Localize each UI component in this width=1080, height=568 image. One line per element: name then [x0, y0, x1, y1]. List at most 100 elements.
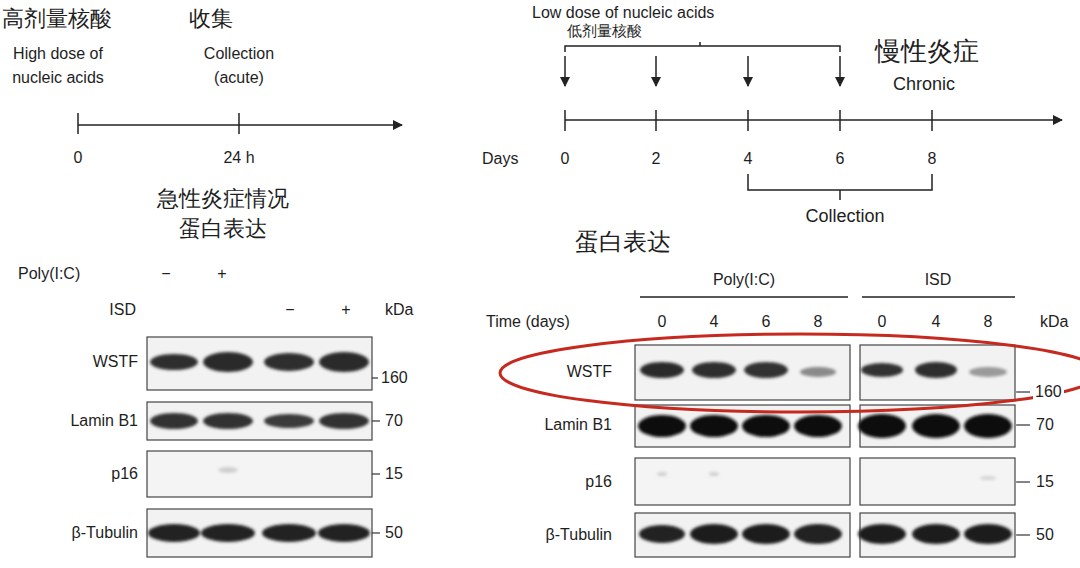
group-underline: [640, 296, 848, 298]
tick-label: 0: [561, 149, 570, 168]
axis-tick: [77, 113, 79, 134]
lane-sign: −: [285, 300, 294, 319]
group-underline: [862, 296, 1015, 298]
protein-band: [262, 524, 316, 542]
axis-tick: [238, 113, 240, 134]
protein-band: [744, 362, 788, 378]
treatment-label: ISD: [925, 270, 952, 289]
marker-size: 70: [385, 411, 403, 430]
blot-chronic: [635, 345, 1030, 557]
protein-band: [915, 362, 957, 378]
protein-band: [318, 524, 370, 542]
dose-bracket: [565, 42, 840, 52]
protein-band: [912, 414, 960, 438]
annotation-text: 急性炎症情况 蛋白表达: [147, 184, 299, 243]
protein-band: [690, 524, 738, 544]
marker-tick: [1016, 481, 1030, 482]
annotation-text: 高剂量核酸: [2, 6, 112, 32]
protein-band: [150, 413, 198, 429]
axis-tick: [655, 110, 657, 131]
timeline-label: High dose of nucleic acids: [2, 42, 114, 90]
treatment-label: Poly(I:C): [713, 270, 775, 289]
protein-band: [638, 415, 686, 437]
lane-sign: +: [341, 300, 350, 319]
protein-label: Lamin B1: [544, 415, 612, 434]
protein-label: p16: [111, 464, 138, 483]
tick-label: 4: [744, 149, 753, 168]
protein-band: [794, 524, 842, 544]
marker-tick: [372, 473, 380, 474]
faint-band: [980, 476, 996, 480]
protein-band: [794, 415, 842, 437]
marker-tick: [372, 377, 378, 378]
lane-sign: −: [161, 264, 170, 283]
lane-label: 4: [710, 312, 719, 331]
highlight-ellipse: [500, 334, 1080, 412]
protein-label: p16: [585, 472, 612, 491]
dose-arrow: [747, 56, 749, 86]
unit-label: kDa: [385, 300, 413, 319]
dose-arrow: [564, 56, 566, 86]
blot-panel: [147, 451, 372, 497]
protein-label: β-Tubulin: [72, 523, 138, 542]
annotation-text: 慢性炎症: [875, 36, 979, 67]
marker-tick: [1016, 534, 1030, 535]
axis-tick: [564, 110, 566, 131]
blot-panel: [147, 402, 372, 440]
marker-tick: [1016, 391, 1030, 392]
marker-size: 15: [1036, 472, 1054, 491]
unit-label: kDa: [1040, 312, 1068, 331]
marker-size: 50: [1036, 525, 1054, 544]
protein-band: [858, 524, 906, 544]
protein-label: WSTF: [93, 352, 138, 371]
marker-size: 70: [1036, 415, 1054, 434]
protein-band: [264, 414, 314, 428]
lane-label: 0: [878, 312, 887, 331]
protein-band: [264, 353, 314, 371]
axis-tick: [839, 110, 841, 131]
annotation-text: 低剂量核酸: [567, 22, 642, 40]
tick-label: 24 h: [223, 148, 254, 167]
marker-tick: [372, 532, 380, 533]
time-axis: [565, 119, 1062, 121]
lane-label: 4: [932, 312, 941, 331]
protein-band: [964, 524, 1012, 544]
dose-arrow: [839, 56, 841, 86]
timeline-label: Collection: [805, 206, 884, 228]
blot-panel: [147, 509, 372, 557]
collection-bracket: [748, 174, 932, 200]
marker-size: 160: [1033, 382, 1064, 401]
annotation-text: 蛋白表达: [575, 228, 671, 257]
protein-band: [639, 525, 685, 543]
blot-panel: [147, 337, 372, 390]
lane-label: 8: [814, 312, 823, 331]
blot-panel: [635, 345, 850, 400]
protein-band: [203, 352, 253, 372]
marker-size: 160: [381, 368, 408, 387]
tick-label: 0: [74, 148, 83, 167]
protein-band: [201, 524, 255, 542]
marker-size: 15: [385, 464, 403, 483]
protein-band: [690, 415, 738, 437]
protein-band: [742, 524, 790, 544]
faint-band: [218, 467, 238, 473]
protein-label: β-Tubulin: [546, 525, 612, 544]
tick-label: 6: [836, 149, 845, 168]
timeline-label: Low dose of nucleic acids: [532, 3, 714, 22]
blot-acute: [147, 337, 380, 557]
protein-label: WSTF: [567, 362, 612, 381]
protein-band: [319, 413, 369, 429]
lane-label: 6: [762, 312, 771, 331]
faint-band: [709, 472, 719, 476]
marker-size: 50: [385, 523, 403, 542]
blot-panel: [635, 513, 850, 557]
lane-sign: +: [217, 264, 226, 283]
protein-band: [640, 362, 684, 378]
protein-band: [969, 367, 1007, 377]
treatment-label: ISD: [109, 300, 136, 319]
blot-panel: [860, 458, 1015, 505]
timeline-chronic: [565, 42, 1062, 297]
treatment-label: Poly(I:C): [18, 264, 80, 283]
lane-label: 8: [984, 312, 993, 331]
axis-tick: [931, 110, 933, 131]
